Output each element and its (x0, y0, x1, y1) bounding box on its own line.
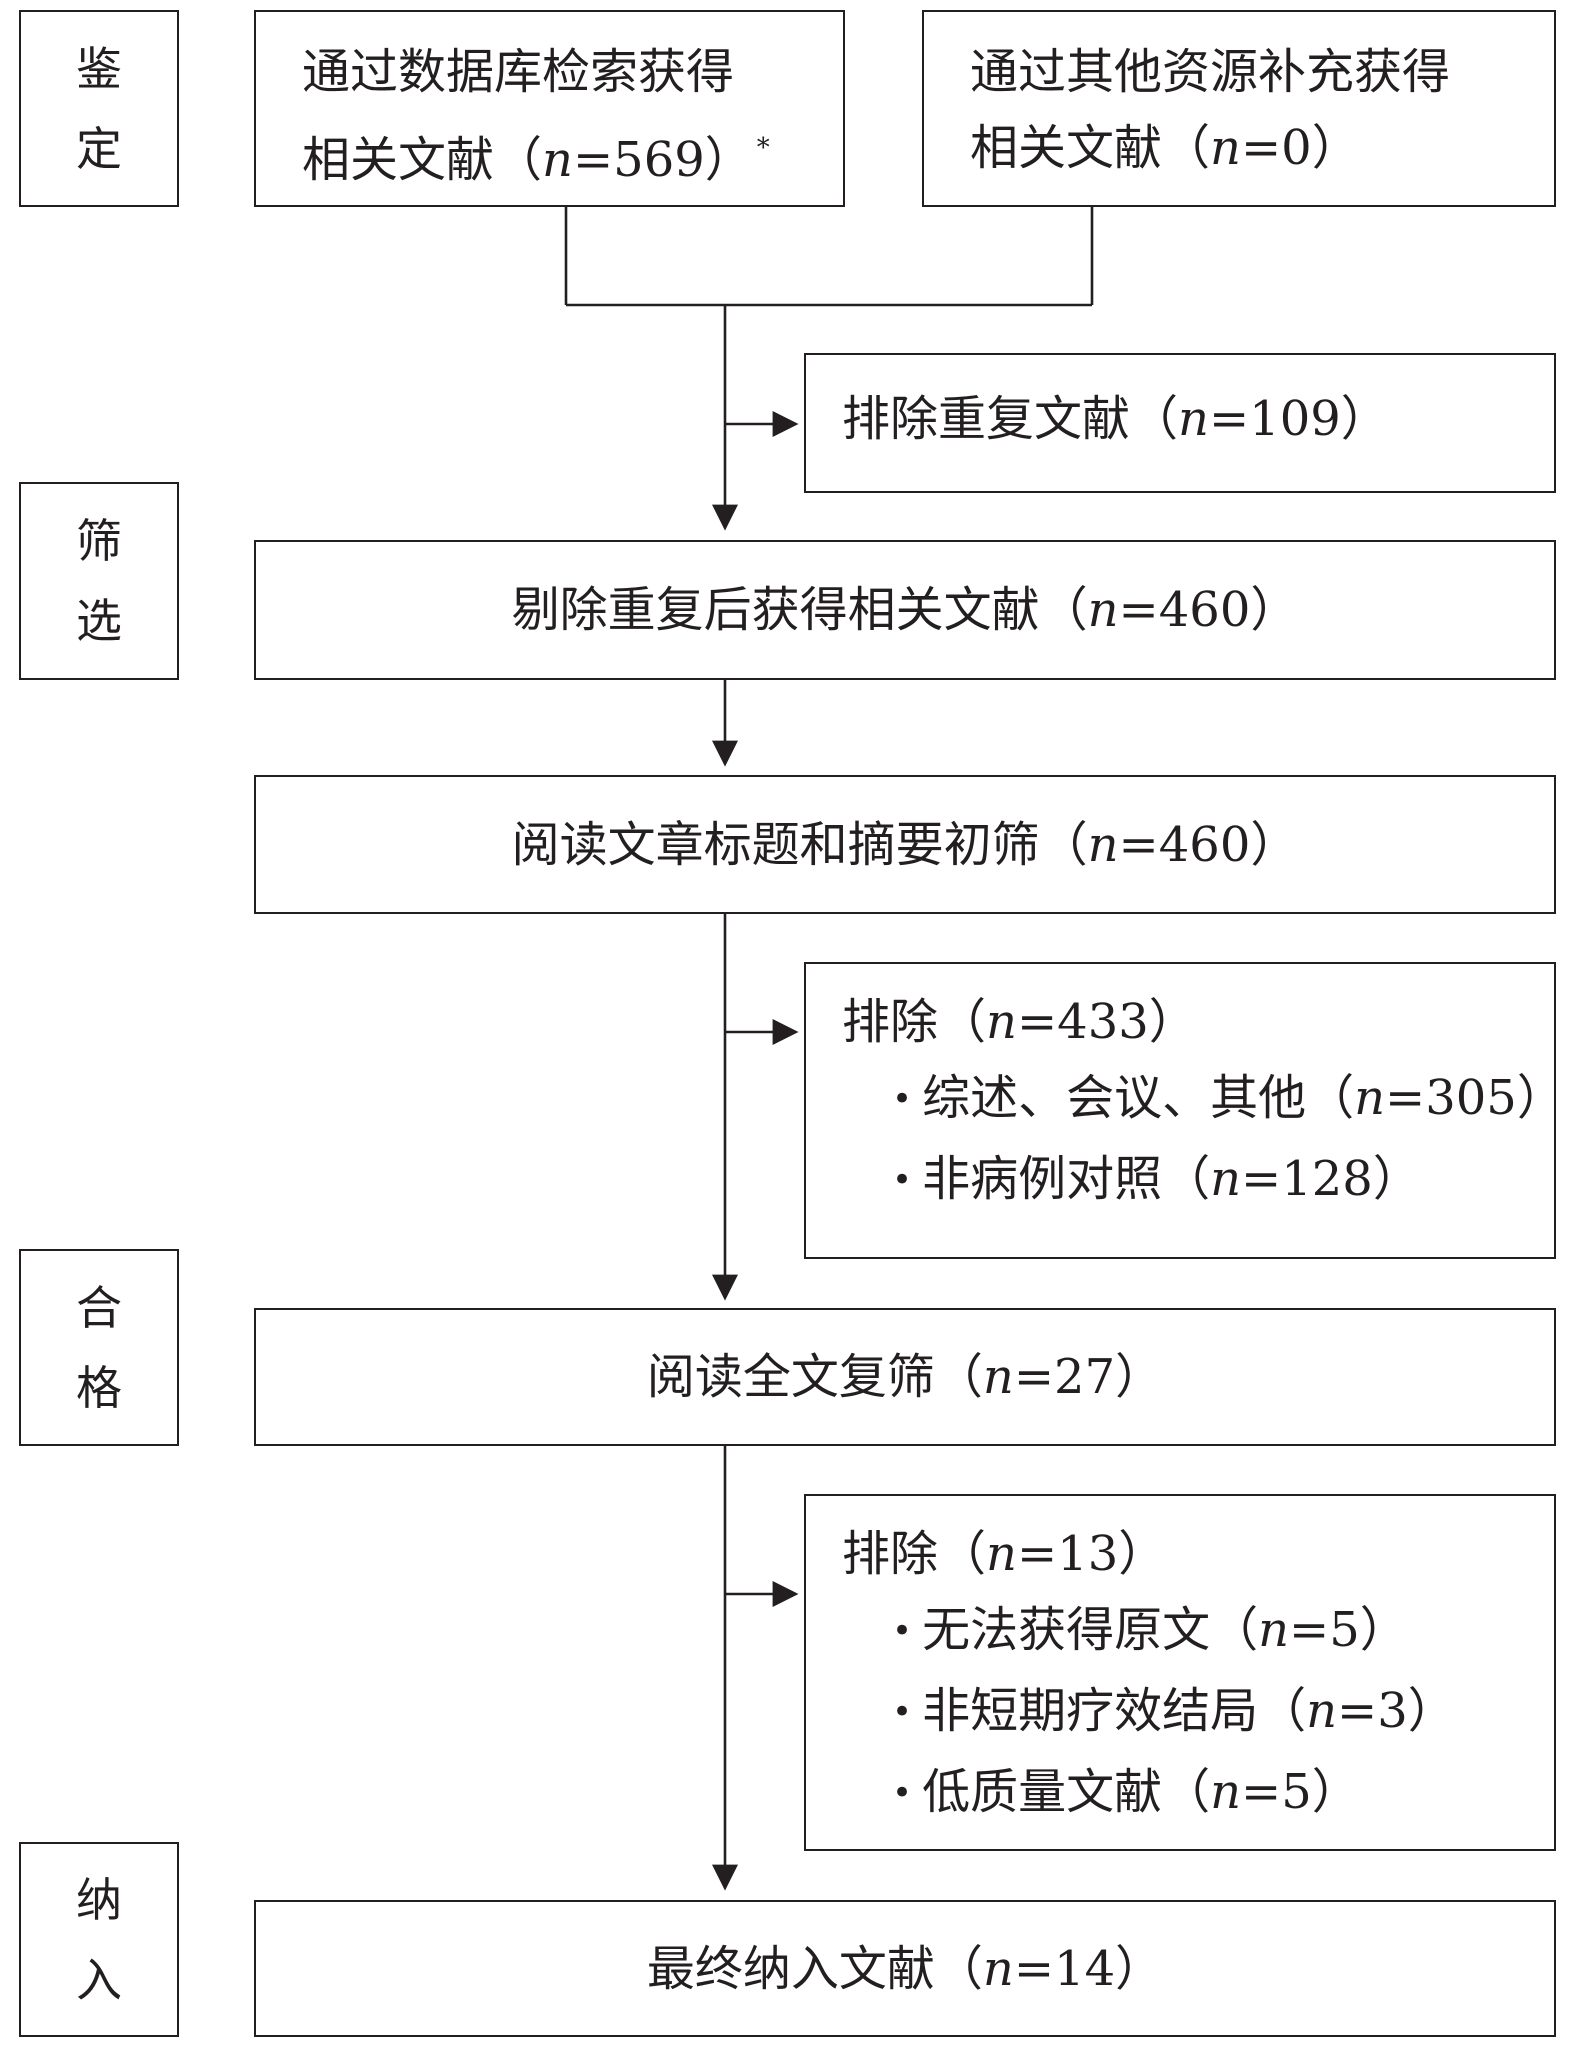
close-paren: ） (1311, 120, 1360, 176)
n-symbol: n (1354, 1070, 1385, 1126)
fulltext-count: =27 (1013, 1349, 1116, 1405)
close-paren: ） (1340, 391, 1389, 447)
n-symbol: n (982, 1349, 1014, 1405)
close-paren: ） (1311, 1764, 1360, 1820)
n-symbol: n (1178, 391, 1209, 447)
other-sources-line1: 通过其他资源补充获得 (970, 44, 1451, 100)
stage-char: 入 (76, 1952, 122, 2007)
exclusion-item: 非短期疗效结局（n=3） (842, 1673, 1554, 1754)
exclusion-item: 低质量文献（n=5） (842, 1754, 1554, 1835)
stage-identification: 鉴定 (19, 10, 179, 207)
other-sources-label: 相关文献（ (970, 120, 1211, 176)
other-sources-count: =0 (1240, 120, 1312, 176)
close-paren: ） (704, 132, 753, 188)
db-search-count: =569 (572, 132, 705, 188)
stage-char: 定 (76, 121, 122, 176)
close-paren: ） (1250, 582, 1299, 638)
stage-screening: 筛选 (19, 482, 179, 680)
after-dedup-count: =460 (1118, 582, 1251, 638)
n-symbol: n (1210, 1151, 1241, 1207)
n-symbol: n (1258, 1602, 1289, 1658)
close-paren: ） (1372, 1151, 1421, 1207)
n-symbol: n (1087, 582, 1119, 638)
after-dedup-label: 剔除重复后获得相关文献（ (511, 582, 1088, 638)
final-count: =14 (1013, 1940, 1116, 1997)
n-symbol: n (1210, 120, 1241, 176)
n-symbol: n (986, 1526, 1017, 1582)
exclusion-item-count: =5 (1241, 1764, 1312, 1820)
duplicates-count: =109 (1208, 391, 1341, 447)
exclusion-count: =13 (1016, 1526, 1119, 1582)
close-paren: ） (1359, 1602, 1408, 1658)
exclusion-box-1: 排除（n=433） 综述、会议、其他（n=305） 非病例对照（n=128） (804, 962, 1565, 1259)
title-screen-count: =460 (1118, 816, 1251, 873)
fulltext-label: 阅读全文复筛（ (646, 1349, 983, 1405)
exclusion-item-count: =305 (1385, 1070, 1517, 1126)
n-symbol: n (982, 1940, 1014, 1997)
stage-char: 筛 (76, 514, 122, 568)
exclusion-item-label: 非病例对照（ (922, 1151, 1211, 1207)
final-included-box: 最终纳入文献（n=14） (254, 1900, 1556, 2037)
db-search-line2: 相关文献（n=569）* (302, 110, 843, 198)
exclusion-box-2: 排除（n=13） 无法获得原文（n=5） 非短期疗效结局（n=3） 低质量文献（… (804, 1494, 1556, 1851)
footnote-mark: * (756, 133, 770, 163)
title-screen-label: 阅读文章标题和摘要初筛（ (511, 816, 1088, 873)
exclusion-2-head: 排除（n=13） (842, 1516, 1554, 1592)
stage-char: 鉴 (76, 41, 122, 96)
db-search-label: 相关文献（ (302, 132, 543, 188)
close-paren: ） (1115, 1349, 1164, 1405)
close-paren: ） (1516, 1070, 1565, 1126)
close-paren: ） (1407, 1683, 1456, 1739)
exclusion-item: 非病例对照（n=128） (842, 1141, 1554, 1222)
close-paren: ） (1115, 1940, 1164, 1997)
exclusion-item-count: =3 (1337, 1683, 1408, 1739)
n-symbol: n (1210, 1764, 1241, 1820)
stage-char: 纳 (76, 1872, 122, 1927)
exclusion-1-head: 排除（n=433） (842, 984, 1554, 1060)
close-paren: ） (1250, 816, 1299, 873)
db-search-line1: 通过数据库检索获得 (302, 44, 735, 100)
fulltext-screen-box: 阅读全文复筛（n=27） (254, 1308, 1556, 1446)
exclusion-item: 无法获得原文（n=5） (842, 1592, 1554, 1673)
n-symbol: n (1087, 816, 1119, 873)
other-sources-box: 通过其他资源补充获得 相关文献（n=0） (922, 10, 1556, 207)
stage-eligibility: 合格 (19, 1249, 179, 1446)
final-label: 最终纳入文献（ (646, 1940, 983, 1997)
exclusion-item-label: 综述、会议、其他（ (922, 1070, 1355, 1126)
exclusion-label: 排除（ (842, 1526, 987, 1582)
close-paren: ） (1118, 1526, 1167, 1582)
db-search-box: 通过数据库检索获得 相关文献（n=569）* (254, 10, 845, 207)
exclusion-item: 综述、会议、其他（n=305） (842, 1060, 1565, 1141)
exclusion-item-label: 非短期疗效结局（ (922, 1683, 1307, 1739)
exclusion-item-label: 无法获得原文（ (922, 1602, 1259, 1658)
stage-char: 选 (76, 594, 122, 648)
stage-included: 纳入 (19, 1842, 179, 2037)
close-paren: ） (1148, 994, 1197, 1050)
after-dedup-box: 剔除重复后获得相关文献（n=460） (254, 540, 1556, 680)
n-symbol: n (1306, 1683, 1337, 1739)
title-abstract-screen-box: 阅读文章标题和摘要初筛（n=460） (254, 775, 1556, 914)
duplicates-label: 排除重复文献（ (842, 391, 1179, 447)
exclusion-label: 排除（ (842, 994, 987, 1050)
exclusion-item-count: =5 (1289, 1602, 1360, 1658)
stage-char: 合 (76, 1280, 122, 1335)
n-symbol: n (986, 994, 1017, 1050)
other-sources-line2: 相关文献（n=0） (970, 110, 1554, 186)
n-symbol: n (542, 132, 573, 188)
exclusion-item-label: 低质量文献（ (922, 1764, 1211, 1820)
exclusion-count: =433 (1016, 994, 1149, 1050)
stage-char: 格 (76, 1360, 122, 1415)
duplicates-removed-box: 排除重复文献（n=109） (804, 353, 1556, 493)
exclusion-item-count: =128 (1241, 1151, 1373, 1207)
